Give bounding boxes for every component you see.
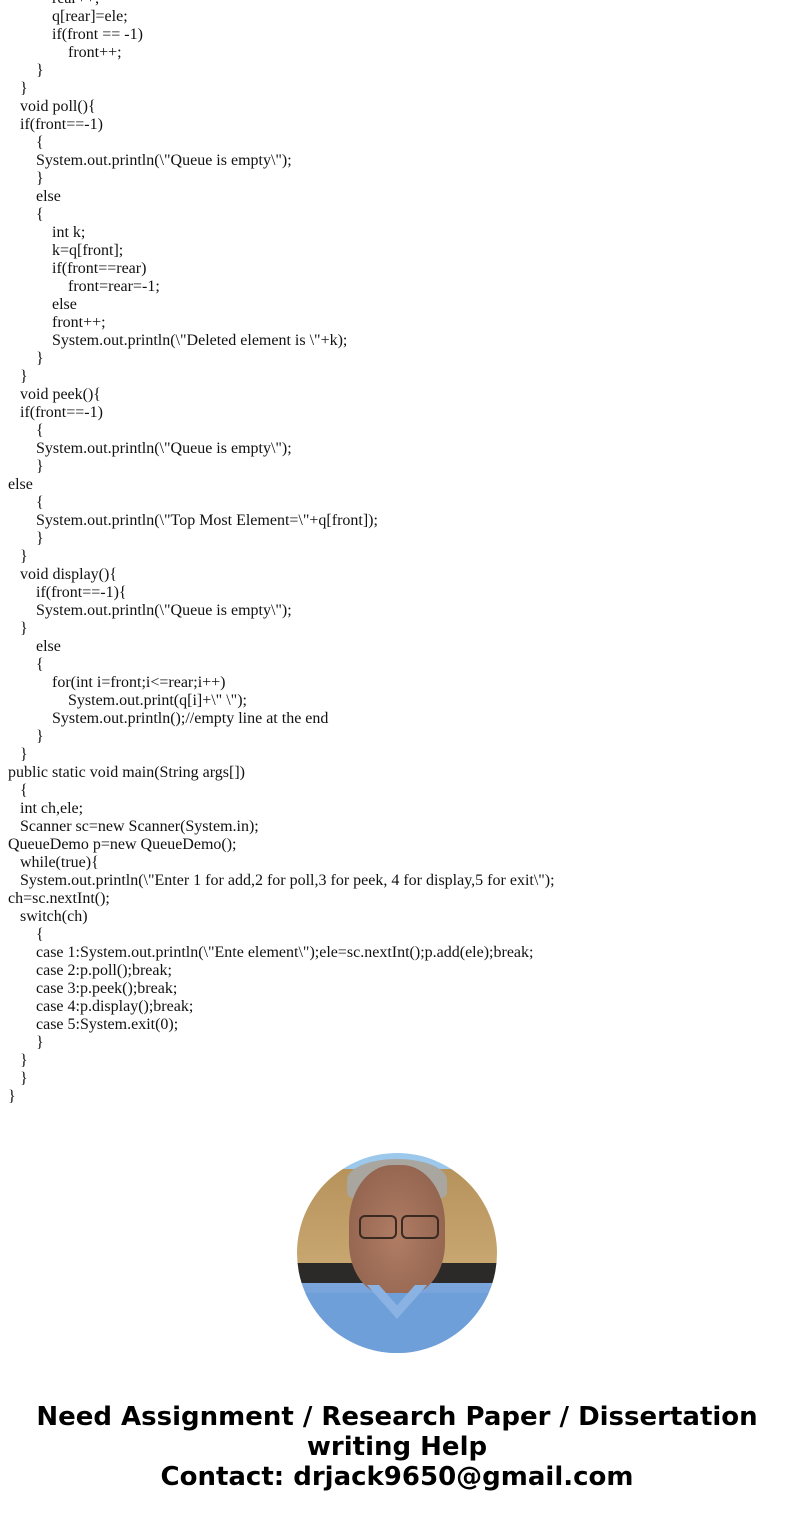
author-avatar: [297, 1153, 497, 1353]
code-line: case 3:p.peek();break;: [36, 980, 178, 997]
glasses-icon: [401, 1215, 439, 1239]
code-line: void display(){: [20, 566, 117, 583]
code-line: front=rear=-1;: [68, 278, 160, 295]
code-line: }: [36, 728, 44, 745]
code-line: while(true){: [20, 854, 99, 871]
code-line: case 1:System.out.println(\"Ente element…: [36, 944, 534, 961]
code-line: {: [36, 206, 44, 223]
code-line: {: [36, 494, 44, 511]
code-line: System.out.println(\"Deleted element is …: [52, 332, 348, 349]
code-line: }: [20, 548, 28, 565]
code-line: System.out.println(\"Queue is empty\");: [36, 440, 292, 457]
avatar-shirt: [297, 1293, 497, 1353]
code-line: void peek(){: [20, 386, 101, 403]
code-line: if(front==-1): [20, 404, 103, 421]
code-line: {: [20, 782, 28, 799]
code-line: }: [20, 1070, 28, 1087]
code-line: }: [20, 746, 28, 763]
code-line: }: [36, 350, 44, 367]
code-line: for(int i=front;i<=rear;i++): [52, 674, 226, 691]
code-line: Scanner sc=new Scanner(System.in);: [20, 818, 259, 835]
code-line: QueueDemo p=new QueueDemo();: [8, 836, 237, 853]
code-line: void poll(){: [20, 98, 96, 115]
code-line: k=q[front];: [52, 242, 124, 259]
code-line: }: [20, 368, 28, 385]
code-line: else: [36, 638, 61, 655]
code-line: {: [36, 656, 44, 673]
code-line: rear++;: [52, 0, 99, 8]
code-line: if(front==-1): [20, 116, 103, 133]
code-line: System.out.println(\"Queue is empty\");: [36, 602, 292, 619]
code-line: else: [52, 296, 77, 313]
code-line: System.out.println(\"Top Most Element=\"…: [36, 512, 378, 529]
banner-line-2: writing Help: [306, 1432, 488, 1462]
code-line: }: [36, 530, 44, 547]
code-line: }: [20, 620, 28, 637]
avatar-face: [349, 1165, 445, 1295]
code-line: front++;: [68, 44, 122, 61]
code-line: switch(ch): [20, 908, 88, 925]
contact-banner: Need Assignment / Research Paper / Disse…: [0, 1402, 794, 1492]
code-line: case 2:p.poll();break;: [36, 962, 172, 979]
code-line: case 5:System.exit(0);: [36, 1016, 179, 1033]
code-line: {: [36, 422, 44, 439]
code-line: front++;: [52, 314, 106, 331]
code-line: if(front==rear): [52, 260, 147, 277]
code-line: }: [20, 80, 28, 97]
code-line: case 4:p.display();break;: [36, 998, 194, 1015]
code-line: {: [36, 134, 44, 151]
code-line: System.out.print(q[i]+\" \");: [68, 692, 247, 709]
code-line: else: [36, 188, 61, 205]
code-line: }: [8, 1088, 16, 1105]
code-line: q[rear]=ele;: [52, 8, 128, 25]
code-line: if(front == -1): [52, 26, 143, 43]
code-line: int k;: [52, 224, 86, 241]
glasses-icon: [359, 1215, 397, 1239]
code-line: else: [8, 476, 33, 493]
code-line: }: [36, 62, 44, 79]
code-line: {: [36, 926, 44, 943]
code-line: ch=sc.nextInt();: [8, 890, 110, 907]
code-line: System.out.println(\"Enter 1 for add,2 f…: [20, 872, 555, 889]
banner-line-3: Contact: drjack9650@gmail.com: [160, 1462, 634, 1492]
code-line: }: [36, 1034, 44, 1051]
code-line: if(front==-1){: [36, 584, 127, 601]
banner-line-1: Need Assignment / Research Paper / Disse…: [36, 1402, 758, 1432]
code-line: System.out.println(\"Queue is empty\");: [36, 152, 292, 169]
code-line: }: [20, 1052, 28, 1069]
code-line: }: [36, 458, 44, 475]
code-line: public static void main(String args[]): [8, 764, 245, 781]
code-line: System.out.println();//empty line at the…: [52, 710, 329, 727]
code-line: int ch,ele;: [20, 800, 84, 817]
code-line: }: [36, 170, 44, 187]
